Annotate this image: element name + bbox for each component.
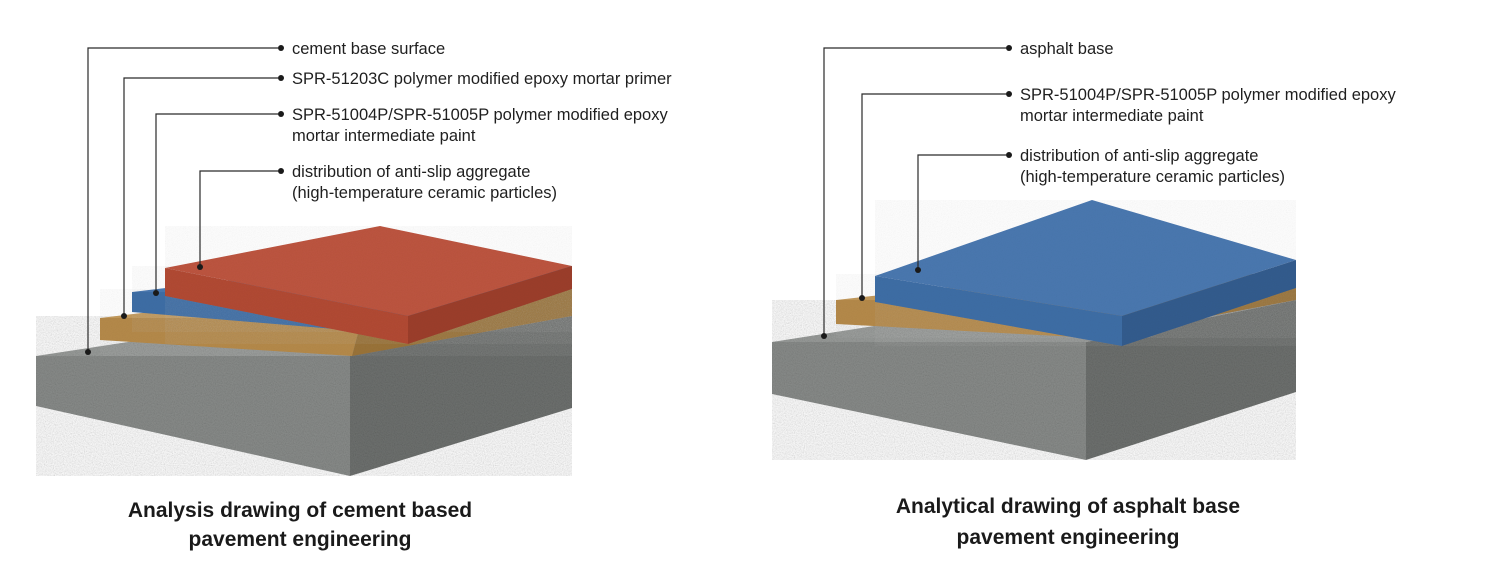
left-leader-lines [85,45,284,355]
right-label-asphalt-base: asphalt base [1020,40,1114,58]
left-label-intermediate-line2: mortar intermediate paint [292,127,476,145]
right-top-blue-layer [875,200,1296,346]
left-top-aggregate-layer [165,226,572,344]
left-label-aggregate-line1: distribution of anti-slip aggregate [292,163,530,181]
right-caption-line2: pavement engineering [957,526,1180,549]
right-diagram: asphalt base SPR-51004P/SPR-51005P polym… [772,40,1396,549]
right-leader-lines [821,45,1012,339]
left-label-cement-base: cement base surface [292,40,445,58]
left-label-primer: SPR-51203C polymer modified epoxy mortar… [292,70,672,88]
right-label-intermediate-line1: SPR-51004P/SPR-51005P polymer modified e… [1020,86,1396,104]
left-label-intermediate-line1: SPR-51004P/SPR-51005P polymer modified e… [292,106,668,124]
left-diagram: cement base surface SPR-51203C polymer m… [36,40,672,551]
right-label-intermediate-line2: mortar intermediate paint [1020,107,1204,125]
right-caption-line1: Analytical drawing of asphalt base [896,495,1240,518]
right-label-aggregate-line2: (high-temperature ceramic particles) [1020,168,1285,186]
right-label-aggregate-line1: distribution of anti-slip aggregate [1020,147,1258,165]
left-caption-line1: Analysis drawing of cement based [128,499,472,522]
left-label-aggregate-line2: (high-temperature ceramic particles) [292,184,557,202]
left-caption-line2: pavement engineering [189,528,412,551]
